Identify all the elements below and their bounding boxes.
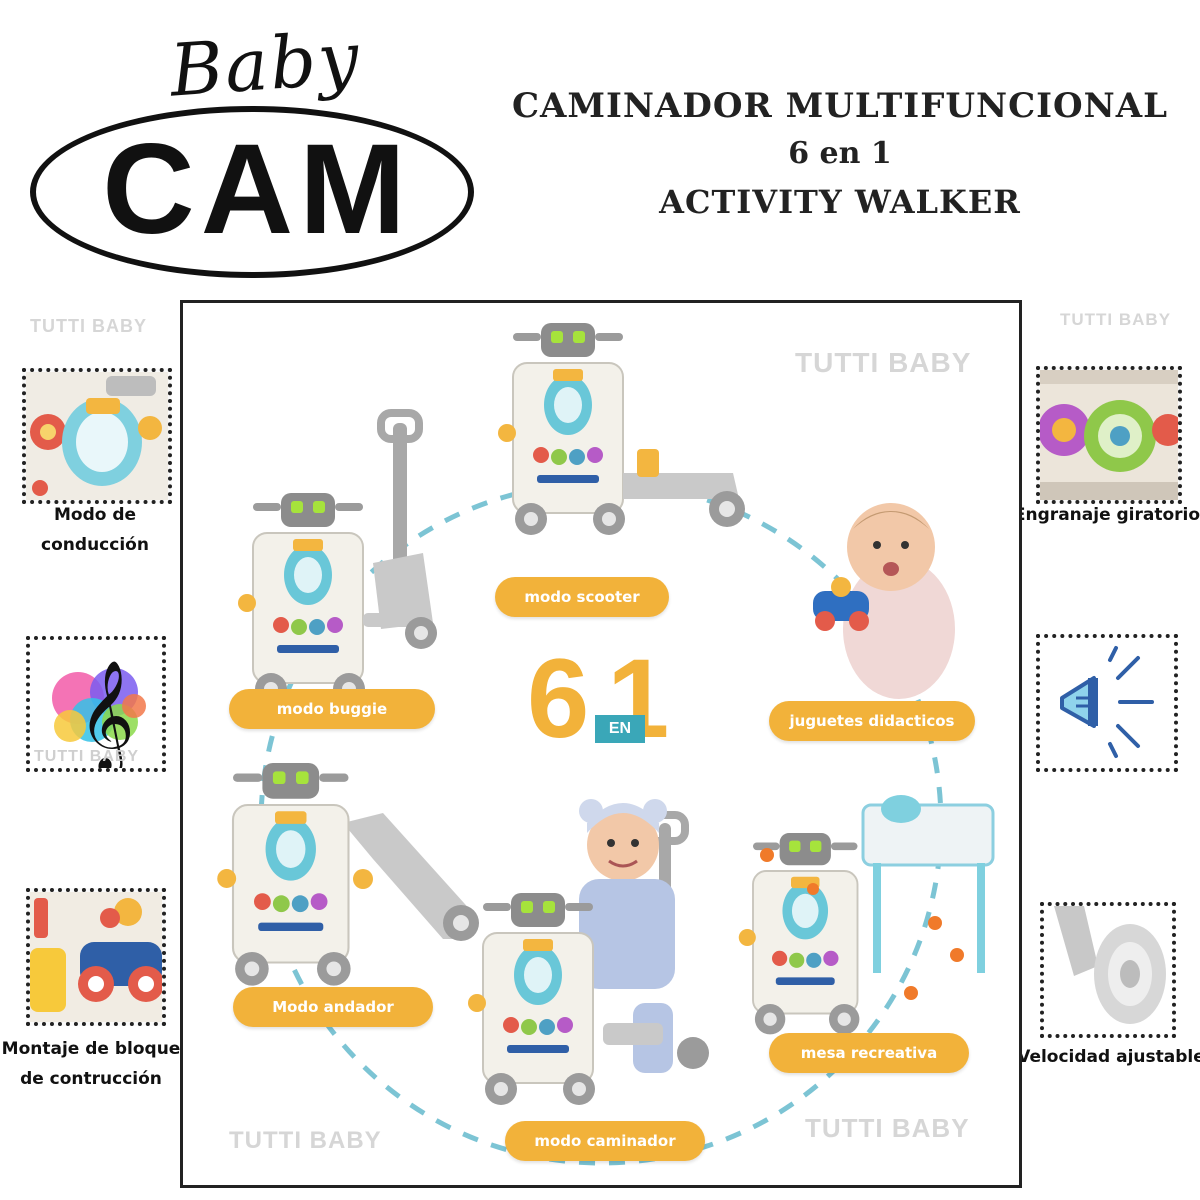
watermark: TUTTI BABY (229, 1127, 382, 1154)
feature-label-driving-mode: Modo de conducción (41, 505, 149, 555)
gear-icon (1040, 370, 1178, 500)
treble-clef-icon: 𝄞 (52, 659, 146, 768)
mode-buggie-label: modo buggie (229, 689, 435, 729)
en-badge: EN (595, 715, 645, 743)
six-number: 6 (527, 636, 590, 761)
logo-baby-text: Baby (167, 15, 364, 113)
watermark: TUTTI BABY (795, 347, 972, 378)
title-line-3: ACTIVITY WALKER (659, 183, 1021, 221)
mode-caminador-label: modo caminador (505, 1121, 705, 1161)
svg-text:𝄞: 𝄞 (78, 659, 135, 768)
mode-scooter-label: modo scooter (495, 577, 669, 617)
building-block-icon (30, 892, 162, 1022)
watermark: TUTTI BABY (34, 748, 140, 765)
steering-wheel-icon (26, 372, 168, 500)
title-line-1: CAMINADOR MULTIFUNCIONAL (511, 86, 1169, 126)
feature-label-adjustable-speed: Velocidad ajustable (1017, 1047, 1200, 1067)
feature-label-rotating-gear: Engranaje giratorio (1013, 505, 1200, 525)
watermark: TUTTI BABY (805, 1113, 970, 1143)
product-modes-panel: TUTTI BABY TUTTI BABY TUTTI BABY 6 1 EN … (180, 300, 1022, 1188)
mode-toys-label: juguetes didacticos (769, 701, 975, 741)
feature-label-building-blocks: Montaje de bloque de contrucción (1, 1039, 181, 1089)
feature-image-building-blocks (26, 888, 166, 1026)
logo-cam-text: CAM (102, 118, 412, 261)
wheel-icon (1054, 906, 1166, 1024)
modes-illustration (216, 322, 995, 1166)
logo-ellipse (30, 106, 474, 278)
product-title: CAMINADOR MULTIFUNCIONAL 6 en 1 ACTIVITY… (480, 86, 1200, 221)
mode-mesa-label: mesa recreativa (769, 1033, 969, 1073)
watermark: TUTTI BABY (1060, 310, 1172, 329)
watermark: TUTTI BABY (30, 316, 147, 336)
feature-image-driving-mode (22, 368, 172, 504)
feature-image-music: 𝄞 TUTTI BABY (26, 636, 166, 772)
brand-logo: Baby CAM (22, 15, 482, 278)
feature-image-rotating-gear (1036, 366, 1182, 504)
title-line-2: 6 en 1 (788, 136, 892, 171)
speaker-icon (1060, 646, 1154, 758)
feature-image-wheel (1040, 902, 1176, 1038)
mode-andador-label: Modo andador (233, 987, 433, 1027)
feature-image-sound (1036, 634, 1178, 772)
